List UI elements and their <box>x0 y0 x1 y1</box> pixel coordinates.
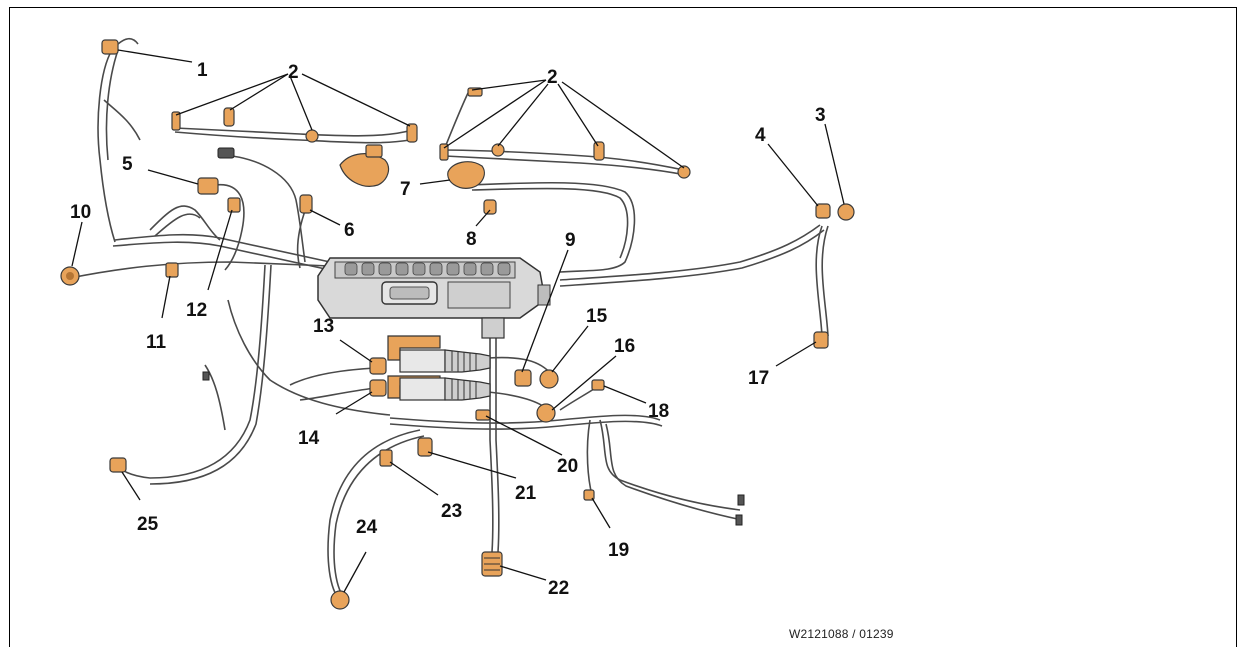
connector-16 <box>536 403 556 423</box>
engine-control-module <box>317 257 551 339</box>
leader-lines <box>71 49 845 593</box>
figure-frame <box>9 7 1237 647</box>
callout-25: 25 <box>137 514 159 535</box>
callout-7: 7 <box>400 179 411 200</box>
connector-2-left-b <box>223 107 235 127</box>
connector-2-right-e <box>677 165 691 179</box>
callout-21: 21 <box>515 483 537 504</box>
callout-20: 20 <box>557 456 578 477</box>
connector-6 <box>299 194 313 214</box>
connector-1 <box>101 37 139 55</box>
figure-reference: W2121088 / 01239 <box>789 627 894 641</box>
callout-labels: 1 2 2 3 4 5 6 7 8 9 10 11 12 13 14 15 16… <box>70 60 826 599</box>
connector-5 <box>197 177 219 195</box>
callout-14: 14 <box>298 428 320 449</box>
connector-19 <box>583 489 595 501</box>
callout-13: 13 <box>313 316 334 337</box>
connector-25 <box>109 457 127 473</box>
callout-17: 17 <box>748 368 769 389</box>
callout-6: 6 <box>344 220 355 241</box>
callout-11: 11 <box>146 332 167 353</box>
connector-4 <box>815 203 831 219</box>
connector-7-right <box>447 161 485 189</box>
callout-5: 5 <box>122 154 133 175</box>
connector-24 <box>330 590 350 610</box>
callout-24: 24 <box>356 517 378 538</box>
connector-10 <box>60 266 80 286</box>
connector-13 <box>369 357 387 375</box>
connectors <box>60 37 855 610</box>
connector-2-left-c <box>305 129 319 143</box>
connector-17 <box>813 331 829 349</box>
connector-2-left-a <box>171 111 181 131</box>
connector-22 <box>481 551 503 577</box>
callout-22: 22 <box>548 578 569 599</box>
callout-19: 19 <box>608 540 629 561</box>
callout-2-left: 2 <box>288 62 299 83</box>
connector-21 <box>417 437 433 457</box>
connector-11 <box>165 262 179 278</box>
callout-1: 1 <box>197 60 208 81</box>
connector-2-right-b <box>439 143 449 161</box>
connector-7-left <box>339 144 390 187</box>
connector-12 <box>227 197 241 213</box>
solenoid-assemblies <box>387 335 491 401</box>
callout-23: 23 <box>441 501 462 522</box>
callout-15: 15 <box>586 306 608 327</box>
connector-9 <box>514 369 532 387</box>
connector-3 <box>837 203 855 221</box>
connector-23 <box>379 449 393 467</box>
connector-2-right-c <box>491 143 505 157</box>
callout-2-right: 2 <box>547 67 558 88</box>
connector-18 <box>591 379 605 391</box>
callout-12: 12 <box>186 300 207 321</box>
connector-14 <box>369 379 387 397</box>
callout-4: 4 <box>755 125 766 146</box>
callout-18: 18 <box>648 401 669 422</box>
connector-2-left-d <box>406 123 418 143</box>
callout-3: 3 <box>815 105 826 126</box>
connector-2-right-d <box>593 141 605 161</box>
callout-16: 16 <box>614 336 635 357</box>
connector-2-right-a <box>467 87 483 97</box>
callout-8: 8 <box>466 229 477 250</box>
connector-20 <box>475 409 491 421</box>
callout-9: 9 <box>565 230 576 251</box>
connector-15 <box>539 369 559 389</box>
connector-8 <box>483 199 497 215</box>
callout-10: 10 <box>70 202 91 223</box>
